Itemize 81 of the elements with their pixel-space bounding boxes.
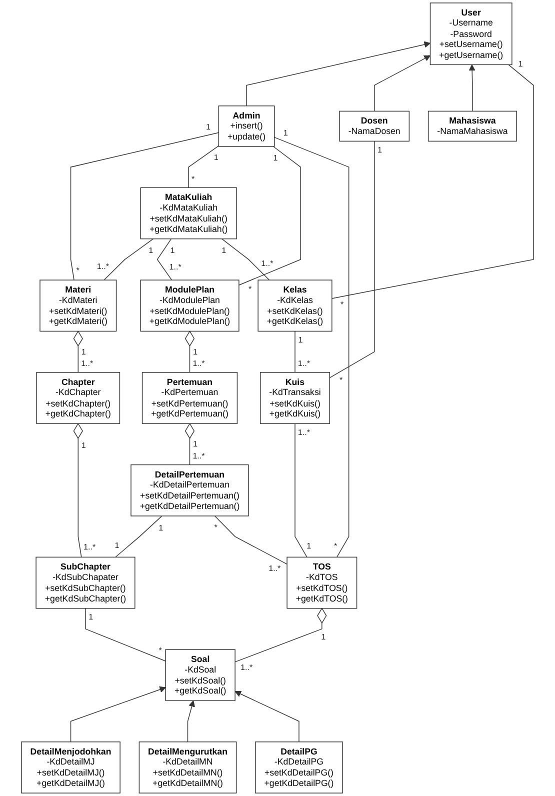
- aggregation-line: [184, 330, 195, 373]
- multiplicity-label: 1: [378, 146, 382, 155]
- aggregation-line: [184, 423, 195, 466]
- association-line: [156, 238, 172, 280]
- multiplicity-label: *: [158, 646, 162, 656]
- multiplicity-label: 1: [206, 122, 211, 132]
- generalization-arrow: [70, 686, 166, 742]
- association-line: [221, 238, 270, 280]
- multiplicity-label: 1: [273, 154, 278, 163]
- multiplicity-label: 1: [222, 246, 226, 256]
- multiplicity-label: 1: [283, 128, 288, 138]
- generalization-arrow: [234, 690, 300, 742]
- class-box: Materi -KdMateri +setKdMateri() +getKdMateri(): [40, 280, 117, 332]
- generalization-arrow: [246, 41, 431, 106]
- multiplicity-label: 1..*: [298, 359, 310, 368]
- multiplicity-label: 1..*: [240, 663, 253, 672]
- multiplicity-label: 1: [81, 441, 86, 450]
- association-line: [294, 423, 308, 558]
- class-box: SubChapter -KdSubChapater +setKdSubChapter() +getKdSubChapter(): [36, 556, 136, 609]
- class-box: Mahasiswa -NamaMahasiswa: [428, 110, 517, 142]
- class-box: DetailMenjodohkan -KdDetailMJ +setKdDetailMJ() +getKdDetailMJ(): [21, 742, 120, 794]
- association-line: [104, 238, 154, 280]
- class-box: ModulePlan -KdModulePlan +setKdModulePlan() +getKdModulePlan(): [140, 280, 240, 332]
- multiplicity-label: 1: [306, 541, 312, 550]
- multiplicity-label: 1..*: [261, 258, 274, 268]
- class-box: Kuis -KdTransaksi +setKdKuis() +getKdKuis(): [260, 372, 330, 424]
- multiplicity-label: 1..*: [192, 359, 205, 368]
- class-box: DetailMengurutkan -KdDetailMN +setKdDetailMN() +getKdDetailMN(): [138, 742, 237, 794]
- association-line: [238, 146, 301, 286]
- multiplicity-label: 1: [148, 246, 154, 256]
- association-line: [294, 330, 296, 373]
- class-box: DetailPertemuan -KdDetailPertemuan +setKdDetailPertemuan() +getKdDetailPertemuan(): [130, 464, 249, 516]
- multiplicity-label: 1..*: [81, 359, 94, 368]
- multiplicity-label: *: [340, 300, 344, 309]
- multiplicity-label: 1: [114, 540, 120, 550]
- generalization-arrow: [374, 55, 431, 112]
- multiplicity-label: 1: [170, 246, 175, 255]
- generalization-arrow: [187, 700, 195, 742]
- association-line: [70, 132, 220, 280]
- multiplicity-label: 1..*: [96, 262, 110, 271]
- multiplicity-label: 1: [158, 523, 164, 532]
- multiplicity-label: 1..*: [169, 262, 182, 272]
- multiplicity-label: 1: [298, 336, 303, 345]
- multiplicity-label: *: [76, 266, 80, 275]
- association-line: [85, 608, 166, 662]
- class-box: Kelas -KdKelas +setKdKelas() +getKdKelas(): [258, 280, 332, 332]
- multiplicity-label: *: [248, 284, 252, 294]
- aggregation-line: [73, 330, 83, 373]
- class-box: Chapter -KdChapter +setKdChapter() +getKdChapter(): [36, 372, 120, 424]
- aggregation-line: [234, 608, 327, 662]
- class-box: Soal -KdSoal +setKdSoal() +getKdSoal(): [165, 649, 236, 702]
- multiplicity-label: 1..*: [192, 451, 205, 460]
- multiplicity-label: 1: [81, 347, 86, 356]
- multiplicity-label: 1..*: [268, 564, 281, 574]
- aggregation-line: [73, 423, 83, 558]
- association-line: [329, 140, 375, 378]
- class-box: Pertemuan -KdPertemuan +setKdPertemuan() +getKdPertemuan(): [142, 372, 238, 424]
- multiplicity-label: 1: [192, 347, 198, 356]
- association-line: [115, 516, 162, 558]
- generalization-arrow: [468, 64, 476, 112]
- multiplicity-label: 1..*: [298, 428, 310, 437]
- association-line: [332, 64, 534, 299]
- multiplicity-label: *: [340, 375, 343, 384]
- association-line: [188, 145, 220, 188]
- multiplicity-label: 1..*: [83, 542, 96, 552]
- multiplicity-label: 1: [518, 60, 523, 69]
- class-box: MataKuliah -KdMataKuliah +setKdMataKuliah() +getKdMataKuliah(): [140, 187, 237, 240]
- multiplicity-label: 1: [321, 632, 326, 642]
- multiplicity-label: 1: [192, 440, 198, 449]
- class-box: DetailPG -KdDetailPG +setKdDetailPG() +getKdDetailPG(): [255, 742, 343, 794]
- multiplicity-label: 1: [214, 153, 218, 162]
- class-box: Dosen -NamaDosen: [339, 110, 410, 142]
- multiplicity-label: 1: [88, 612, 94, 622]
- multiplicity-label: *: [214, 522, 218, 532]
- class-box: Admin +insert() +update(): [218, 106, 275, 147]
- association-line: [274, 136, 350, 558]
- multiplicity-label: *: [334, 542, 338, 551]
- multiplicity-label: *: [192, 174, 195, 184]
- class-box: TOS -KdTOS +setKdTOS() +getKdTOS(): [286, 556, 358, 609]
- class-box: User -Username -Password +setUsername() +getUsername(): [430, 2, 512, 66]
- association-line: [214, 516, 288, 565]
